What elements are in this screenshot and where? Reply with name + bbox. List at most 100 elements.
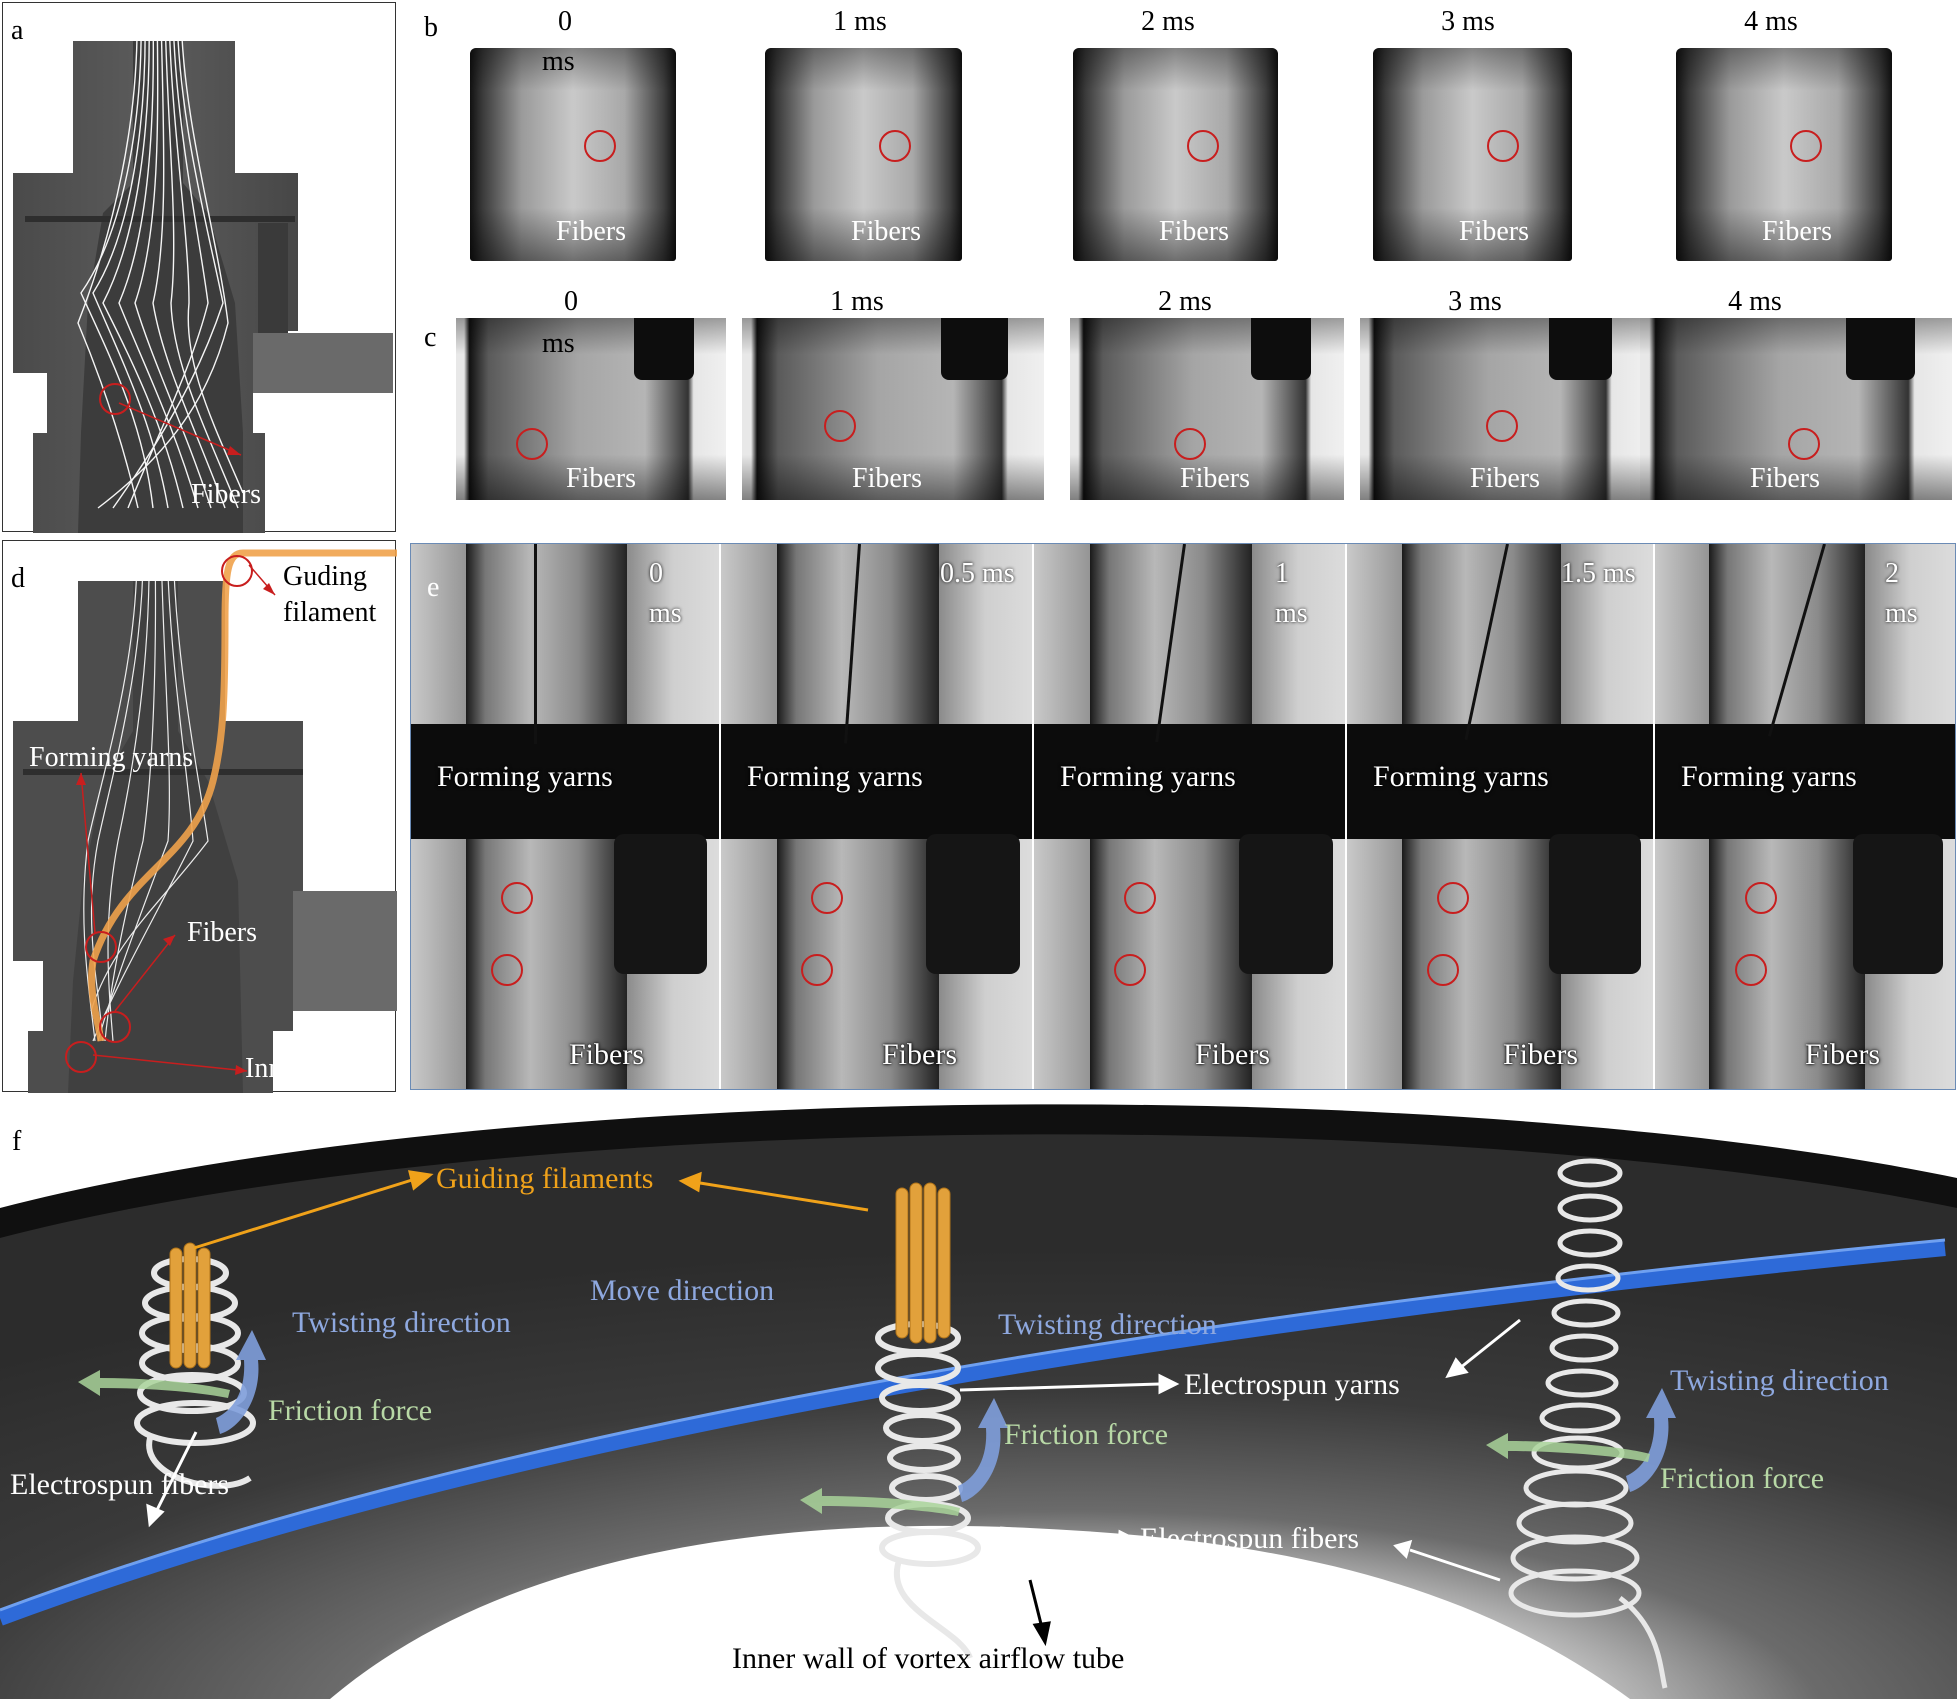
e-forming-marker-1: [811, 882, 843, 914]
b-frame-shading: [1073, 48, 1278, 261]
e-connector-band: [1347, 724, 1653, 839]
e-frame-0: [411, 544, 719, 1089]
twisting-arrows: [216, 1330, 1676, 1502]
electrospun-yarns-label: Electrospun yarns: [1184, 1368, 1400, 1401]
b-frame-shading: [1373, 48, 1572, 261]
b-fibers-label-1: Fibers: [851, 216, 921, 247]
e-side-port: [926, 834, 1020, 974]
e-side-port: [1853, 834, 1943, 974]
fibers-marker-d: [99, 1011, 131, 1043]
e-frame-2: [1034, 544, 1345, 1089]
b-time-label-3: 3 ms: [1413, 6, 1523, 38]
e-side-port: [1239, 834, 1333, 974]
twisting-direction-label-3: Twisting direction: [1670, 1364, 1889, 1397]
panel-label-d: d: [11, 563, 25, 594]
guiding-filaments-label: Guiding filaments: [436, 1162, 654, 1195]
b-fiber-marker-4: [1790, 130, 1822, 162]
inner-wall-of-vortex-tube-label: Inner wall of vortex airflow tube: [732, 1642, 1125, 1675]
guiding-filament-bundle-1: [169, 1242, 211, 1369]
fiber-marker-a: [99, 383, 131, 415]
c-fiber-marker-1: [824, 410, 856, 442]
e-time-label-4: 2: [1885, 558, 1899, 589]
inner-wall-marker-d: [65, 1041, 97, 1073]
c-time-label-1: 1 ms: [830, 286, 884, 317]
c-outlet-block: [1845, 318, 1915, 380]
c-time-label-4: 4 ms: [1728, 286, 1782, 317]
e-frame-4: [1655, 544, 1955, 1089]
e-fibers-marker-4: [1735, 954, 1767, 986]
e-yarn-strand: [534, 544, 538, 744]
panel-label-b: b: [424, 12, 438, 43]
e-fibers-label-0: Fibers: [569, 1038, 644, 1071]
b-fiber-marker-3: [1487, 130, 1519, 162]
nozzle-cross-section: [13, 12, 393, 533]
panel-label-e: e: [427, 572, 440, 603]
e-forming-marker-2: [1124, 882, 1156, 914]
c-outlet-block: [1250, 318, 1312, 380]
b-time-sub-0: ms: [542, 46, 575, 77]
e-frame-1: [721, 544, 1032, 1089]
electrospun-fibers-label-2: Electrospun fibers: [1140, 1522, 1360, 1555]
c-fiber-marker-0: [516, 428, 548, 460]
panel-d-box: d Guding filament Forming yarns Fibers I…: [2, 540, 397, 1093]
b-frame-3: [1373, 48, 1572, 261]
b-time-main: 2 ms: [1141, 6, 1195, 37]
panel-label-f: f: [12, 1126, 22, 1157]
guiding-filament-label-line1: Guding: [283, 561, 367, 592]
panel-label-c: c: [424, 322, 437, 353]
e-forming-marker-0: [501, 882, 533, 914]
e-frame-3: [1347, 544, 1653, 1089]
c-time-label-2: 2 ms: [1158, 286, 1212, 317]
guiding-marker-d: [221, 555, 253, 587]
c-fiber-marker-2: [1174, 428, 1206, 460]
e-fibers-label-2: Fibers: [1195, 1038, 1270, 1071]
e-connector-band: [411, 724, 719, 839]
b-frame-4: [1676, 48, 1892, 261]
b-time-label-4: 4 ms: [1716, 6, 1826, 38]
e-fibers-label-3: Fibers: [1503, 1038, 1578, 1071]
b-time-main: 3 ms: [1441, 6, 1495, 37]
c-frame-2: [1070, 318, 1344, 500]
move-direction-label: Move direction: [590, 1274, 775, 1307]
guiding-filament-bundle-2: [895, 1182, 951, 1344]
c-fibers-label-0: Fibers: [566, 463, 636, 494]
e-forming-marker-3: [1437, 882, 1469, 914]
e-time-sub-2: ms: [1275, 598, 1308, 629]
e-side-port: [614, 834, 707, 974]
b-fiber-marker-0: [584, 130, 616, 162]
c-fibers-label-3: Fibers: [1470, 463, 1540, 494]
friction-arrows: [78, 1370, 1650, 1516]
b-fiber-marker-1: [879, 130, 911, 162]
e-time-label-1: 0.5 ms: [940, 558, 1015, 589]
e-forming-yarns-label-0: Forming yarns: [437, 760, 613, 793]
e-time-sub-4: ms: [1885, 598, 1918, 629]
c-fibers-label-4: Fibers: [1750, 463, 1820, 494]
e-forming-yarns-label-3: Forming yarns: [1373, 760, 1549, 793]
e-time-sub-0: ms: [649, 598, 682, 629]
c-frame-0: [456, 318, 726, 500]
c-fiber-marker-3: [1486, 410, 1518, 442]
move-direction-rail: [0, 1240, 1946, 1626]
friction-force-label-3: Friction force: [1660, 1462, 1825, 1495]
electrospun-fibers-label-1: Electrospun fibers: [10, 1468, 230, 1501]
b-time-main: 1 ms: [833, 6, 887, 37]
b-time-label-1: 1 ms: [805, 6, 915, 38]
b-frame-0: [470, 48, 676, 261]
c-frame-1: [742, 318, 1044, 500]
e-side-port: [1548, 834, 1641, 974]
e-time-label-3: 1.5 ms: [1561, 558, 1636, 589]
fibers-label-d: Fibers: [187, 917, 257, 948]
friction-force-label-1: Friction force: [268, 1394, 433, 1427]
panel-a-box: a Fibers: [2, 2, 396, 533]
nozzle-with-guiding-filament: [13, 541, 397, 1093]
c-time-sub-0: ms: [542, 328, 575, 359]
b-fibers-label-2: Fibers: [1159, 216, 1229, 247]
c-time-label-3: 3 ms: [1448, 286, 1502, 317]
c-fibers-label-2: Fibers: [1180, 463, 1250, 494]
e-fibers-marker-2: [1114, 954, 1146, 986]
e-fibers-marker-0: [491, 954, 523, 986]
c-fiber-marker-4: [1788, 428, 1820, 460]
b-fibers-label-4: Fibers: [1762, 216, 1832, 247]
